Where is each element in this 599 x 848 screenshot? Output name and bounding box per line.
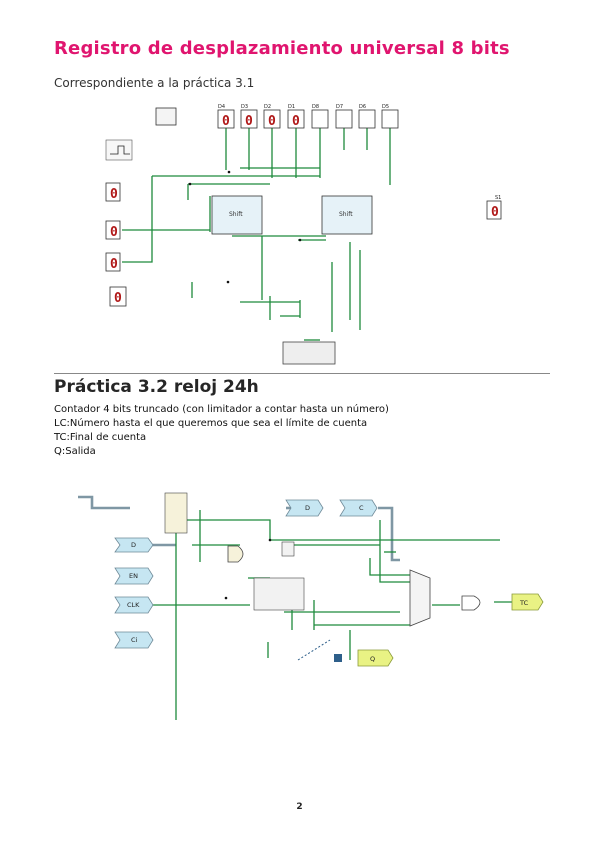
svg-text:Shift: Shift (339, 211, 353, 218)
section1-subtitle: Correspondiente a la práctica 3.1 (54, 76, 255, 90)
section2-description: Contador 4 bits truncado (con limitador … (54, 403, 389, 459)
clock-generator (105, 139, 133, 161)
svg-text:D3: D3 (241, 104, 248, 110)
shift-chip-2: Shift (321, 195, 373, 235)
svg-text:0: 0 (491, 205, 499, 220)
svg-text:0: 0 (110, 187, 118, 202)
svg-text:0: 0 (110, 257, 118, 272)
section1-title: Registro de desplazamiento universal 8 b… (54, 38, 510, 59)
clock-source (155, 107, 177, 126)
svg-text:0: 0 (268, 114, 276, 129)
reset-latch (281, 541, 295, 557)
svg-text:0: 0 (222, 114, 230, 129)
limit-comparator (164, 492, 188, 534)
right-switch: 0 S1 (486, 195, 502, 220)
output-display (282, 341, 336, 365)
svg-text:D: D (305, 504, 310, 512)
svg-text:D6: D6 (359, 104, 366, 110)
svg-text:TC: TC (519, 599, 529, 607)
and-gate (227, 545, 244, 563)
output-ports (357, 593, 544, 667)
section2-title: Práctica 3.2 reloj 24h (54, 377, 259, 397)
description-line: TC:Final de cuenta (54, 432, 147, 443)
svg-text:0: 0 (110, 225, 118, 240)
svg-text:0: 0 (292, 114, 300, 129)
svg-text:D4: D4 (218, 104, 225, 110)
counter-chip (253, 577, 305, 611)
multiplexer (409, 569, 431, 627)
shift-chip-1: Shift (211, 195, 263, 235)
section-divider (54, 373, 550, 374)
svg-text:D: D (131, 541, 136, 549)
svg-text:S1: S1 (495, 195, 501, 201)
description-line: Contador 4 bits truncado (con limitador … (54, 404, 389, 415)
page-number: 2 (296, 802, 303, 812)
svg-text:D5: D5 (382, 104, 389, 110)
description-line: Q:Salida (54, 446, 96, 457)
svg-text:Shift: Shift (229, 211, 243, 218)
svg-text:D2: D2 (264, 104, 271, 110)
input-switch-row (217, 109, 399, 129)
svg-text:C: C (359, 504, 364, 512)
left-switch-group: 0 0 0 0 (105, 182, 127, 307)
port-group (114, 499, 378, 649)
or-gate (461, 595, 481, 611)
svg-text:Q: Q (370, 655, 375, 663)
svg-text:CLK: CLK (127, 601, 140, 609)
svg-text:D7: D7 (336, 104, 343, 110)
svg-text:EN: EN (129, 572, 138, 580)
svg-text:D1: D1 (288, 104, 295, 110)
svg-text:0: 0 (245, 114, 253, 129)
svg-text:0: 0 (114, 291, 122, 306)
svg-text:D8: D8 (312, 104, 319, 110)
description-line: LC:Número hasta el que queremos que sea … (54, 418, 368, 429)
svg-text:Ci: Ci (131, 636, 138, 644)
